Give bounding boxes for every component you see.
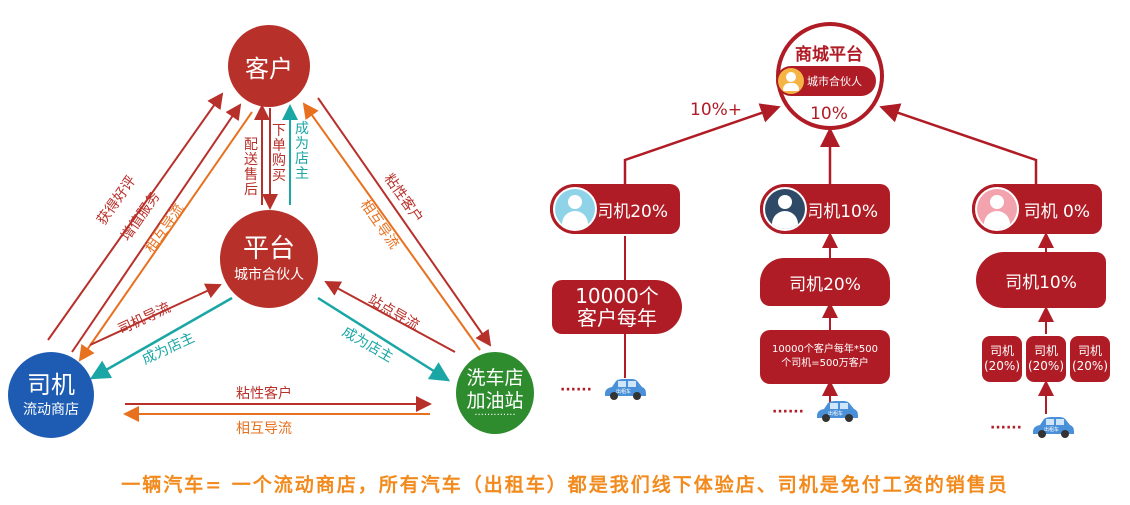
mall-badge: 城市合伙人 [776,66,876,96]
col2-customers-box: 10000个客户每年*500 个司机=500万客户 [760,330,890,384]
col3-car-icon: 出租车 [1030,414,1076,444]
label-mutual-bottom: 相互导流 [236,421,292,437]
mall-title: 商城平台 [795,45,863,65]
col3-dots: ······ [990,420,1022,436]
col3-sub-3: 司机 (20%) [1070,336,1110,382]
col2-dots: ······ [772,404,804,420]
col1-avatar-icon [550,184,600,234]
label-order-buy: 下单购买 [272,123,286,184]
col2-car-sign: 出租车 [828,411,844,417]
mall-percent: 10% [810,104,848,124]
driver-subtitle: 流动商店 [23,402,79,418]
label-become-owner-top: 成为店主 [295,121,309,182]
mall-avatar-icon [778,68,804,94]
platform-subtitle: 城市合伙人 [234,267,304,283]
mall-badge-label: 城市合伙人 [807,75,862,88]
station-node: 洗车店 加油站 ············· [456,352,534,434]
customer-node: 客户 [228,25,310,107]
col1-car-icon: 出租车 [602,376,648,406]
driver-title: 司机 [27,371,75,399]
col3-sub-2: 司机 (20%) [1026,336,1066,382]
col2-driver-label: 司机10% [806,201,878,222]
col2-mid-pill: 司机20% [760,258,890,306]
col1-driver-label: 司机20% [596,201,668,222]
left-percent: 10%+ [690,100,743,120]
col3-sub-1: 司机 (20%) [982,336,1022,382]
col3-driver-label: 司机 0% [1023,201,1090,222]
platform-title: 平台 [242,234,295,264]
label-delivery-aftersales: 配送售后 [244,137,258,198]
label-sticky-bottom: 粘性客户 [236,386,292,402]
col2-avatar-icon [760,184,810,234]
left-arrows [47,92,492,422]
station-subtitle: 加油站 [466,390,524,412]
customer-label: 客户 [245,54,293,83]
col1-customers-box: 10000个 客户每年 [552,280,682,334]
col1-car-sign: 出租车 [616,389,632,395]
col3-car-sign: 出租车 [1044,427,1060,433]
driver-node: 司机 流动商店 [8,352,94,438]
station-title: 洗车店 [466,367,524,389]
col3-avatar-icon [972,184,1022,234]
platform-node: 平台 城市合伙人 [220,210,318,308]
col1-dots: ······ [560,382,592,398]
col2-car-icon: 出租车 [814,398,860,428]
col3-mid-pill: 司机10% [976,252,1106,308]
footer-caption: 一辆汽车= 一个流动商店，所有汽车（出租车）都是我们线下体验店、司机是免付工资的… [121,474,1009,496]
